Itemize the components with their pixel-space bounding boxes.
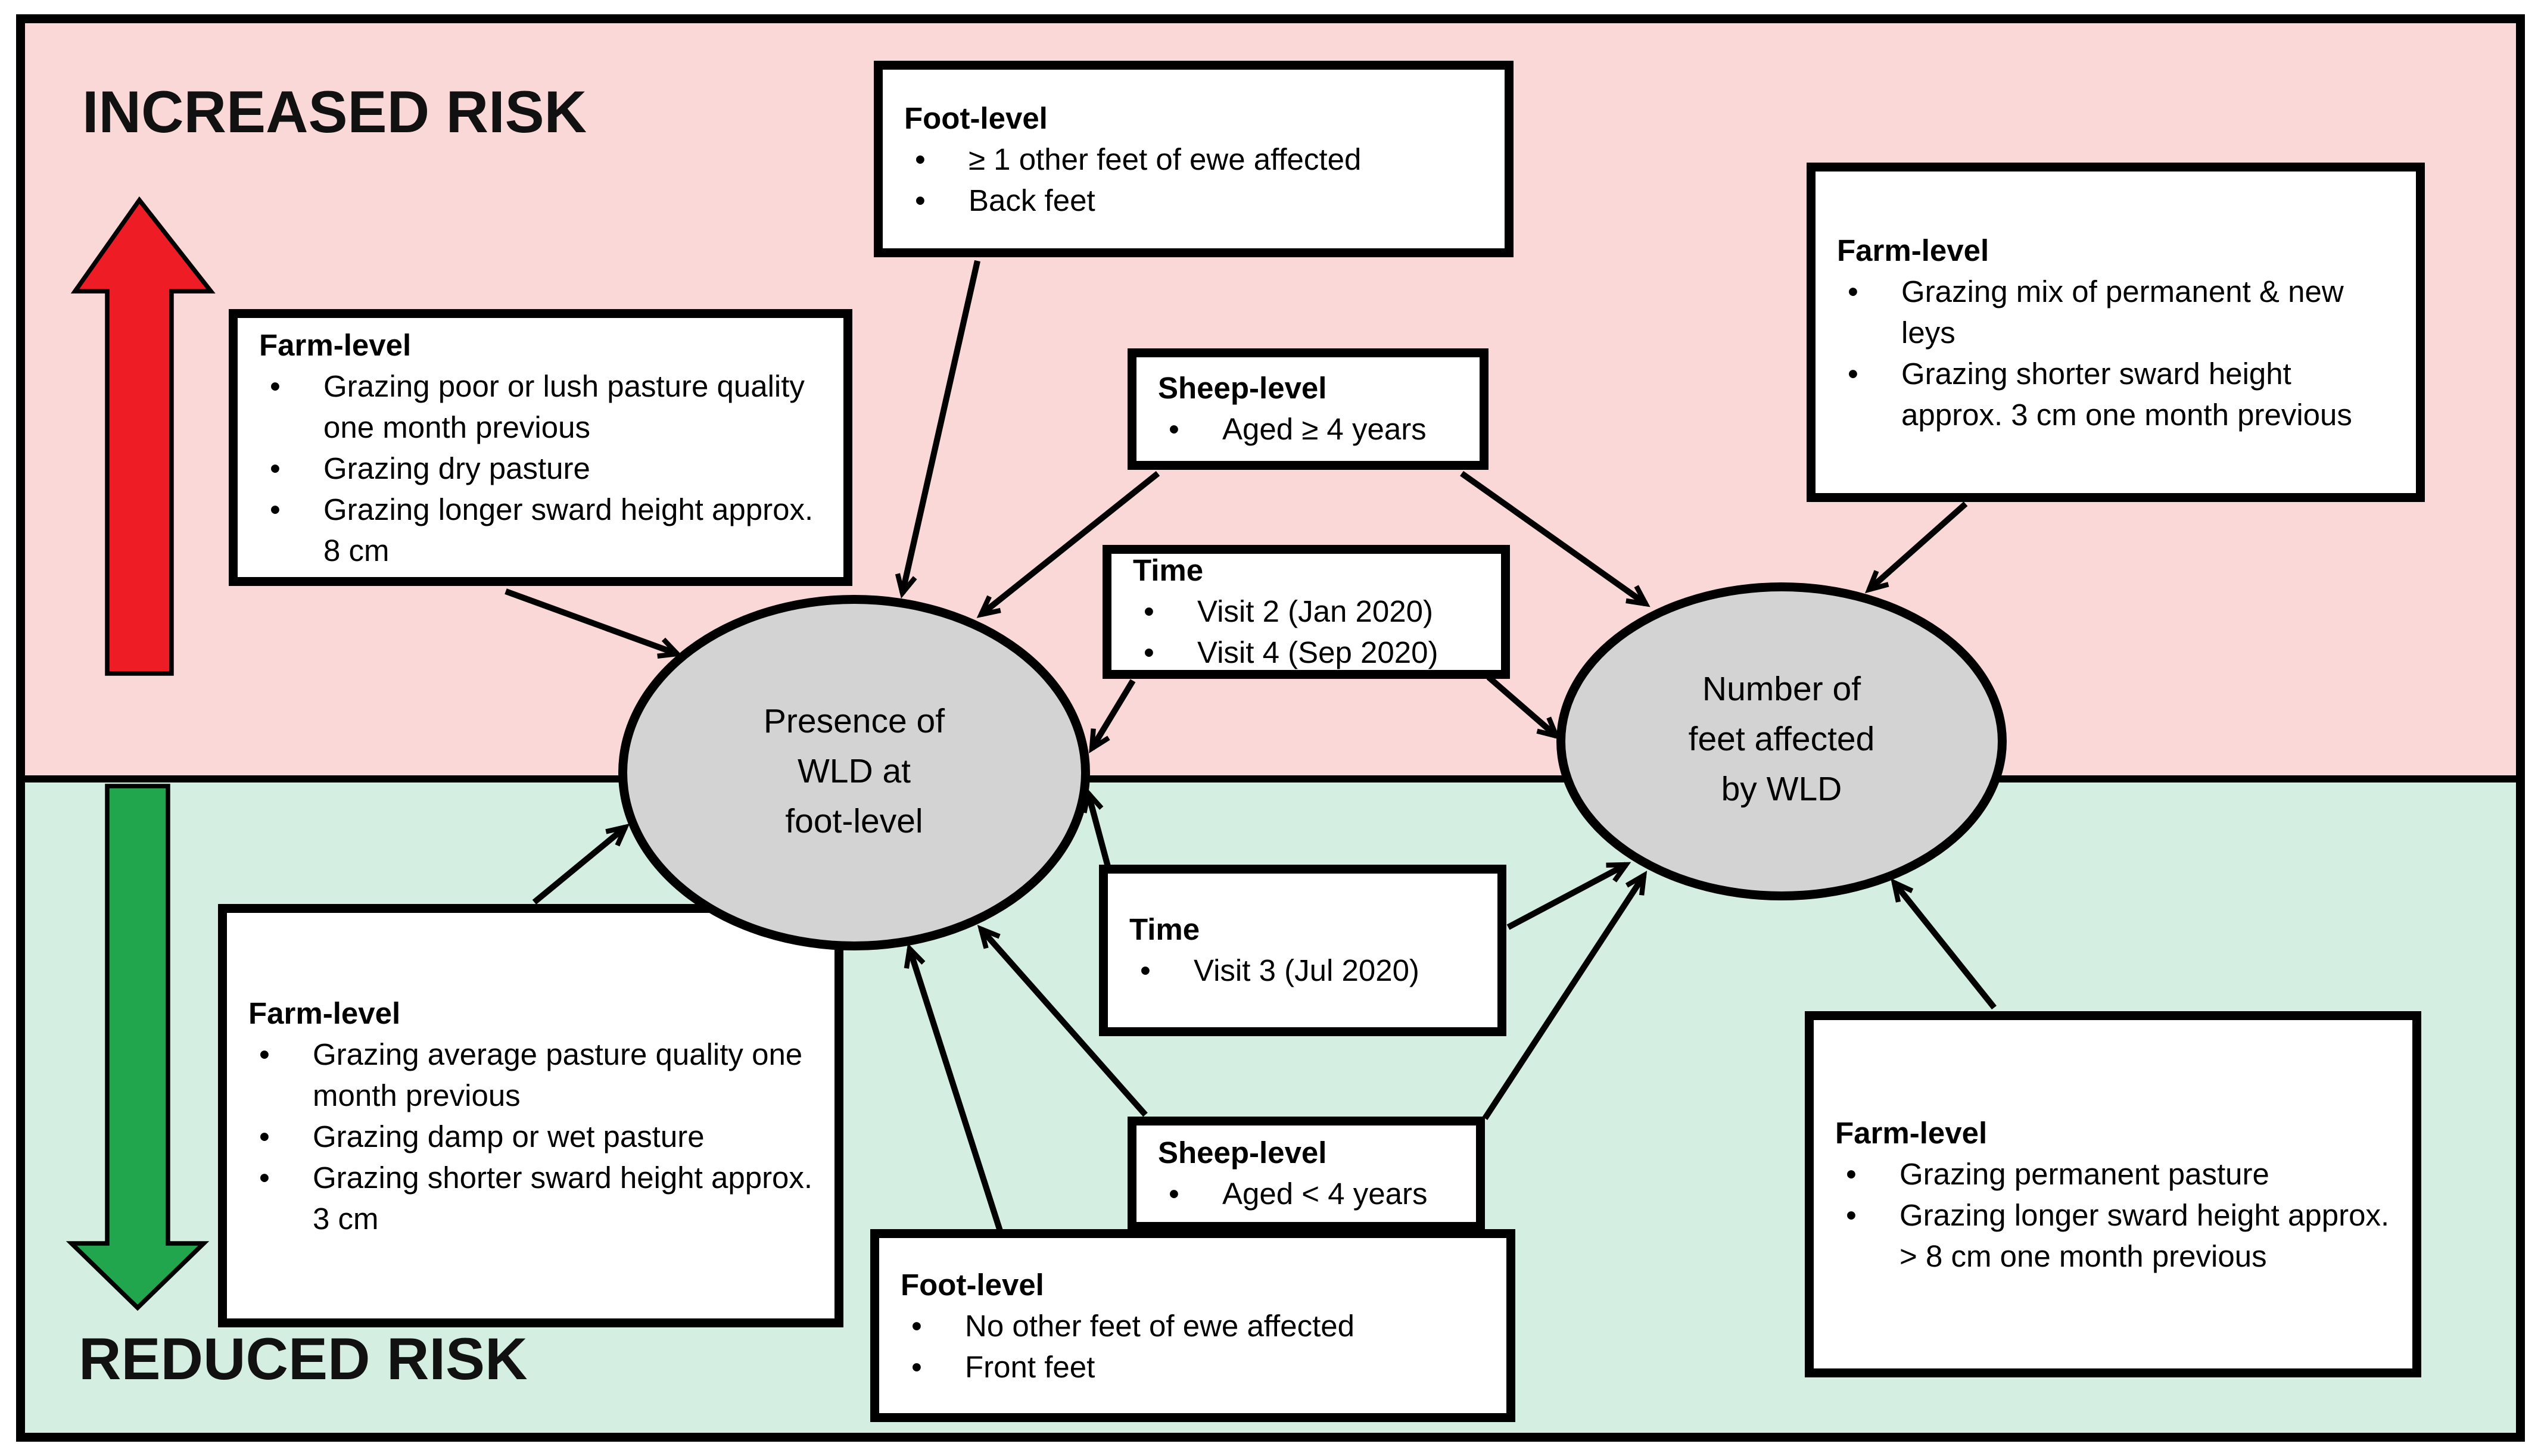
arrow-farmBL-to-presence [532,824,630,905]
box-heading: Sheep-level [1158,372,1327,406]
bullet-item: ≥ 1 other feet of ewe affected [904,139,1487,180]
reduced-risk-arrow-icon [66,784,210,1311]
node-label: Presence of WLD at foot-level [763,703,945,841]
bullet-item: Grazing shorter sward height approx. 3 c… [1837,353,2398,435]
box-heading: Farm-level [248,996,401,1030]
box-bullets: No other feet of ewe affectedFront feet [901,1305,1489,1388]
bullet-item: Grazing average pasture quality one mont… [248,1034,817,1116]
box-bullets: Visit 2 (Jan 2020)Visit 4 (Sep 2020) [1133,591,1483,674]
arrow-farmTR-to-number [1864,501,1968,594]
box-bullets: Grazing average pasture quality one mont… [248,1034,817,1239]
bullet-item: Grazing permanent pasture [1835,1153,2394,1195]
arrow-sheepBot-to-number [1482,871,1648,1120]
box-sheep-level-reduced: Sheep-level Aged < 4 years [1128,1117,1485,1231]
increased-risk-title: INCREASED RISK [82,79,587,145]
box-heading: Foot-level [904,101,1048,135]
increased-risk-arrow-icon [70,196,216,676]
box-sheep-level-increased: Sheep-level Aged ≥ 4 years [1128,348,1489,470]
box-foot-level-increased: Foot-level ≥ 1 other feet of ewe affecte… [874,61,1514,257]
reduced-risk-title: REDUCED RISK [79,1326,528,1392]
box-farm-level-increased-number: Farm-level Grazing mix of permanent & ne… [1807,163,2425,502]
box-heading: Farm-level [259,328,412,362]
arrow-sheepBot-to-presence [977,924,1148,1117]
box-bullets: Grazing permanent pastureGrazing longer … [1835,1153,2394,1277]
box-bullets: Aged < 4 years [1158,1174,1458,1215]
box-bullets: Aged ≥ 4 years [1158,409,1462,450]
box-heading: Sheep-level [1158,1136,1327,1170]
bullet-item: Grazing dry pasture [259,448,826,489]
bullet-item: Grazing mix of permanent & new leys [1837,271,2398,353]
arrow-sheepTop-to-presence [976,471,1160,618]
box-heading: Time [1133,554,1204,588]
arrow-timeTop-to-number [1486,675,1561,740]
bullet-item: Grazing shorter sward height approx. 3 c… [248,1157,817,1239]
bullet-item: Back feet [904,180,1487,221]
box-farm-level-reduced-number: Farm-level Grazing permanent pastureGraz… [1805,1011,2421,1377]
arrow-timeBot-to-presence [1082,787,1111,868]
box-time-increased: Time Visit 2 (Jan 2020)Visit 4 (Sep 2020… [1103,545,1510,679]
box-time-reduced: Time Visit 3 (Jul 2020) [1099,865,1506,1036]
box-bullets: ≥ 1 other feet of ewe affectedBack feet [904,139,1487,221]
bullet-item: Visit 4 (Sep 2020) [1133,632,1483,674]
box-foot-level-reduced: Foot-level No other feet of ewe affected… [870,1229,1515,1422]
box-bullets: Visit 3 (Jul 2020) [1129,950,1480,992]
bullet-item: Front feet [901,1346,1489,1388]
node-presence-of-wld: Presence of WLD at foot-level [618,595,1090,950]
box-farm-level-increased-presence: Farm-level Grazing poor or lush pasture … [229,309,852,586]
bullet-item: No other feet of ewe affected [901,1305,1489,1346]
arrow-farmBR-to-number [1891,878,1997,1010]
arrow-farmTL-to-presence [505,588,683,659]
bullet-item: Visit 3 (Jul 2020) [1129,950,1480,992]
box-farm-level-reduced-presence: Farm-level Grazing average pasture quali… [218,904,843,1327]
box-heading: Farm-level [1837,233,1989,267]
box-heading: Farm-level [1835,1115,1988,1150]
bullet-item: Grazing longer sward height approx. > 8 … [1835,1195,2394,1277]
box-bullets: Grazing mix of permanent & new leysGrazi… [1837,271,2398,435]
bullet-item: Visit 2 (Jan 2020) [1133,591,1483,632]
arrow-timeTop-to-presence [1089,679,1136,754]
bullet-item: Aged ≥ 4 years [1158,409,1462,450]
arrow-footBot-to-presence [904,943,1004,1234]
bullet-item: Grazing damp or wet pasture [248,1116,817,1157]
arrow-footTop-to-presence [895,260,980,599]
bullet-item: Grazing longer sward height approx. 8 cm [259,489,826,571]
box-bullets: Grazing poor or lush pasture quality one… [259,366,826,571]
bullet-item: Aged < 4 years [1158,1174,1458,1215]
bullet-item: Grazing poor or lush pasture quality one… [259,366,826,448]
box-heading: Time [1129,913,1200,947]
box-heading: Foot-level [901,1267,1044,1302]
arrow-timeBot-to-number [1506,862,1631,930]
arrow-sheepTop-to-number [1460,470,1651,607]
node-label: Number of feet affected by WLD [1688,672,1875,809]
node-number-of-feet-affected: Number of feet affected by WLD [1556,582,2007,900]
